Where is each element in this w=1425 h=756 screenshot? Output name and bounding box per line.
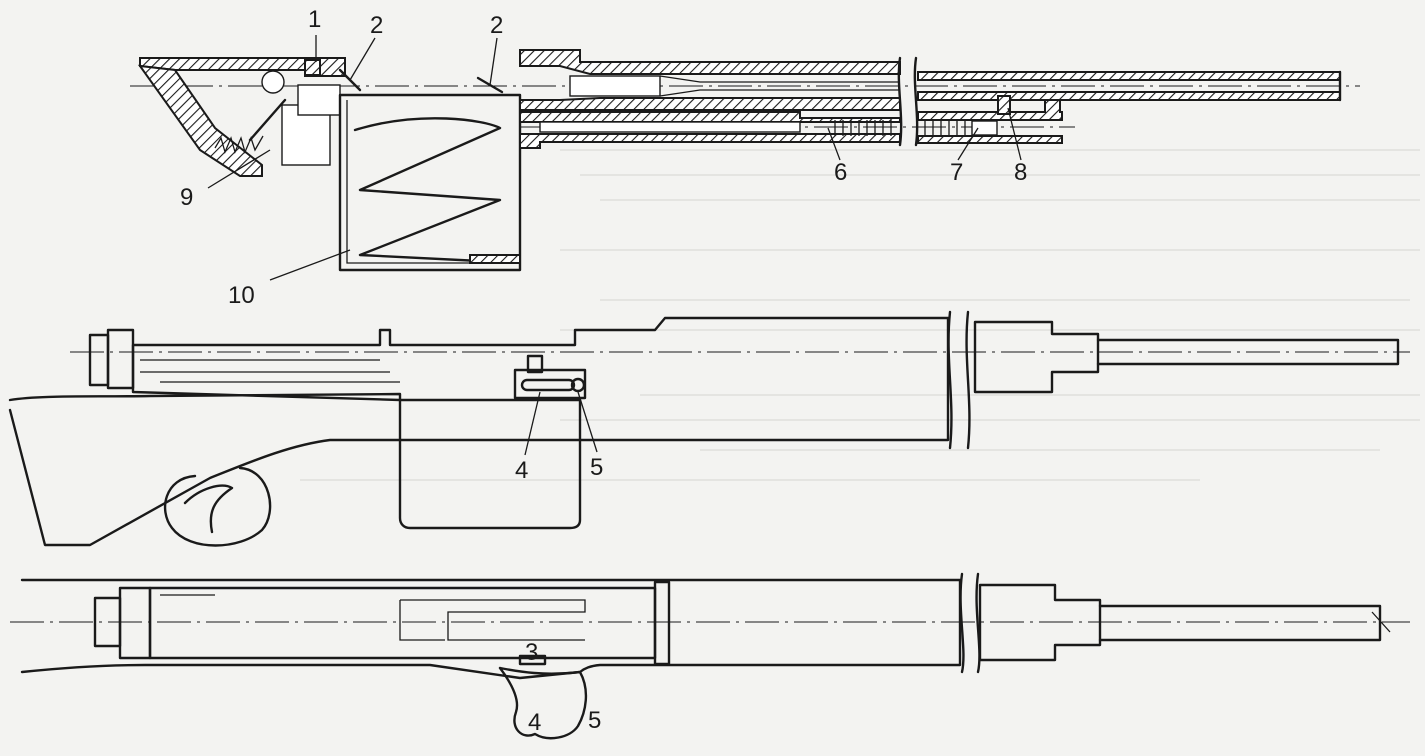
magazine-follower-rim	[469, 254, 521, 264]
barrel-chamber-top	[519, 49, 901, 75]
callout-3-plan: 3	[525, 639, 538, 666]
plan-receiver	[148, 586, 657, 660]
barrel-side	[1096, 338, 1400, 366]
barrel-muzzle-bottom	[917, 91, 1341, 101]
leader-10	[269, 249, 351, 281]
plan-front-body	[978, 583, 1102, 662]
chamber-taper	[659, 75, 900, 97]
hammer	[261, 70, 285, 94]
plan-part-3	[518, 654, 547, 666]
plan-rear-ring	[118, 586, 152, 660]
stock	[8, 392, 402, 547]
leader-2a	[349, 37, 376, 81]
leader-4s	[524, 391, 541, 456]
side-view: 4 5	[8, 310, 1410, 547]
spring-6	[834, 120, 892, 136]
callout-1: 1	[308, 6, 321, 33]
spring-9	[214, 135, 264, 154]
receiver-groove	[140, 359, 400, 383]
gas-cylinder-top	[917, 99, 1063, 121]
trigger-guard	[163, 466, 272, 547]
magazine-side	[398, 438, 582, 530]
magazine-spring	[353, 117, 502, 264]
receiver-body-side	[131, 316, 950, 442]
catch-lever-4	[520, 378, 576, 392]
rear-ring	[106, 328, 135, 390]
lever-link	[248, 98, 287, 142]
plan-barrel	[1098, 604, 1382, 642]
piston-rod	[539, 121, 801, 133]
callout-6: 6	[834, 159, 847, 186]
background-grain	[300, 149, 1420, 481]
piston-head-7	[971, 120, 998, 136]
gas-tube-bottom	[519, 133, 901, 149]
callout-2a: 2	[370, 12, 383, 39]
magazine-inner	[346, 100, 513, 264]
break-mark-section	[897, 56, 919, 147]
gas-cylinder-bottom	[917, 135, 1063, 144]
catch-tab	[526, 354, 544, 374]
plan-front-ring	[653, 580, 671, 666]
leader-6	[827, 127, 841, 161]
receiver-rear-lower	[137, 64, 263, 177]
magazine-10	[338, 93, 522, 272]
plan-trigger-4-5	[498, 666, 588, 740]
callout-4-side: 4	[515, 457, 528, 484]
break-mark-side	[947, 310, 971, 450]
plan-bolt-slot	[160, 594, 586, 641]
rear-cap	[88, 333, 110, 387]
break-mark-plan	[959, 572, 981, 674]
barrel-chamber-bottom	[519, 97, 901, 111]
gas-tube-top	[519, 111, 901, 123]
callout-7: 7	[950, 159, 963, 186]
callout-5-plan: 5	[588, 707, 601, 734]
callout-8: 8	[1014, 159, 1027, 186]
gas-plug-8	[997, 95, 1011, 115]
section-view: 1 2 2 6 7 8 9 10	[130, 6, 1360, 309]
plan-muzzle-mark	[1371, 611, 1391, 633]
leader-8	[1007, 107, 1022, 161]
callout-4-plan: 4	[528, 709, 541, 736]
bolt-head	[297, 84, 341, 116]
leader-2b	[489, 37, 498, 86]
trigger	[183, 484, 234, 534]
locking-piece-1	[304, 59, 321, 76]
leader-7	[957, 127, 979, 161]
barrel-muzzle-top	[917, 71, 1341, 81]
chamber-cavity	[569, 75, 661, 97]
leader-9	[207, 149, 271, 189]
callout-9: 9	[180, 184, 193, 211]
leader-5s	[577, 391, 598, 453]
callout-5-side: 5	[590, 454, 603, 481]
plan-body	[20, 578, 962, 680]
front-body-side	[973, 320, 1100, 394]
callout-10: 10	[228, 282, 255, 309]
callout-2b: 2	[490, 12, 503, 39]
plan-view: 3 4 5	[10, 572, 1410, 740]
spring-7	[924, 120, 966, 136]
catch-pivot-5	[570, 377, 586, 393]
